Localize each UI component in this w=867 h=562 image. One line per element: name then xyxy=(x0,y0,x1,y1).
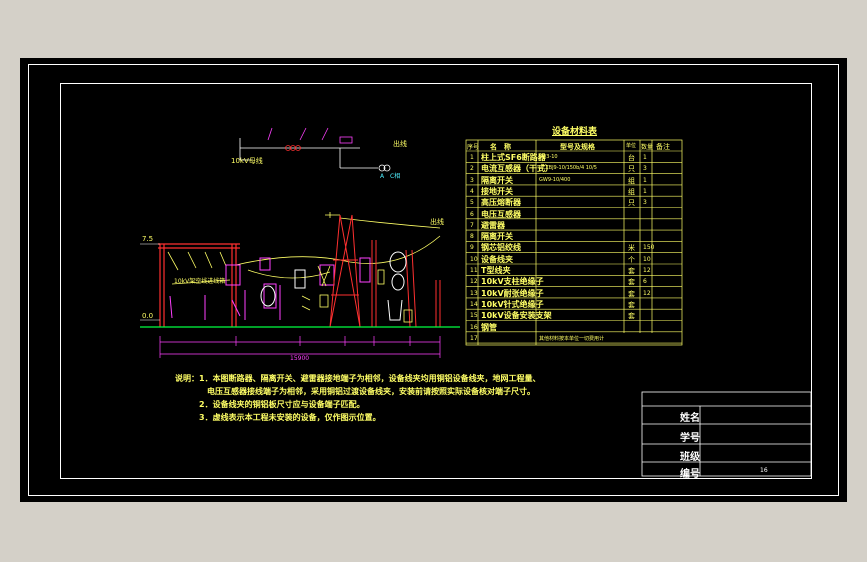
table-cell-spec: LW3-10 xyxy=(539,154,558,160)
table-cell-no: 7 xyxy=(470,221,474,229)
dimension-lines xyxy=(159,336,441,358)
ct-label-2: C相 xyxy=(390,173,401,180)
table-cell-name: 隔离开关 xyxy=(481,175,513,185)
table-cell-unit: 组 xyxy=(628,187,635,196)
inner-frame xyxy=(60,83,812,479)
class-label: 班级 xyxy=(680,452,700,463)
table-header-spec: 型号及规格 xyxy=(560,143,595,151)
outer-frame xyxy=(28,64,839,496)
equipment-white xyxy=(260,251,407,321)
table-header-unit: 单位 xyxy=(626,143,637,149)
table-cell-qty: 3 xyxy=(643,165,647,173)
table-cell-unit: 个 xyxy=(628,255,635,264)
table-cell-name: 电流互感器（干式） xyxy=(481,164,553,174)
outgoing-label: 出线 xyxy=(430,218,444,226)
table-cell-unit: 套 xyxy=(628,289,635,298)
table-cell-name: 10kV针式绝缘子 xyxy=(481,299,544,309)
bus-label: 10kV母线 xyxy=(231,157,263,165)
table-cell-no: 10 xyxy=(470,255,478,263)
note-line: 电压互感器接线端子为相邻，采用铜铝过渡设备线夹，安装前请按照实际设备核对端子尺寸… xyxy=(175,387,535,396)
drawing-sheet xyxy=(20,58,847,502)
table-cell-qty: 10 xyxy=(643,255,651,263)
table-cell-qty: 12 xyxy=(643,289,651,297)
table-cell-no: 4 xyxy=(470,187,474,195)
table-cell-no: 9 xyxy=(470,244,474,252)
table-cell-name: 钢管 xyxy=(481,322,497,332)
table-title: 设备材料表 xyxy=(552,127,598,137)
table-cell-qty: 3 xyxy=(643,199,647,207)
schematic-top xyxy=(239,127,391,172)
table-cell-name: 避雷器 xyxy=(481,220,505,230)
table-cell-no: 15 xyxy=(470,312,478,320)
equipment-magenta xyxy=(169,257,371,320)
table-cell-name: T型线夹 xyxy=(481,266,511,275)
table-header-qty: 数量 xyxy=(641,144,654,151)
table-cell-no: 13 xyxy=(470,289,478,297)
table-cell-qty: 150 xyxy=(643,244,655,252)
title-block-grid xyxy=(641,391,812,477)
table-cell-no: 1 xyxy=(470,154,474,161)
insulators-yellow xyxy=(301,265,413,323)
table-grid xyxy=(465,139,683,346)
table-cell-no: 6 xyxy=(470,210,474,218)
table-cell-unit: 套 xyxy=(628,267,635,275)
table-cell-no: 8 xyxy=(470,233,474,241)
note-line: 说明：1．本图断路器、隔离开关、避雷器接地端子为相邻，设备线夹均用铜铝设备线夹，… xyxy=(175,374,541,383)
table-cell-name: 10kV支柱绝缘子 xyxy=(481,277,544,287)
table-cell-qty: 1 xyxy=(643,187,647,195)
table-cell-no: 3 xyxy=(470,176,474,184)
table-cell-spec: GW9-10/400 xyxy=(539,176,571,183)
table-cell-unit: 组 xyxy=(628,176,635,185)
table-cell-no: 14 xyxy=(470,300,478,308)
table-cell-qty: 6 xyxy=(643,278,647,286)
table-cell-no: 16 xyxy=(470,323,478,331)
table-cell-name: 钢芯铝绞线 xyxy=(481,243,521,253)
table-cell-name: 设备线夹 xyxy=(481,254,513,264)
table-cell-name: 隔离开关 xyxy=(481,232,513,242)
table-cell-name: 高压熔断器 xyxy=(481,198,521,208)
outgoing-label-top: 出线 xyxy=(393,140,407,148)
ct-label: A xyxy=(380,173,385,180)
table-cell-unit: 套 xyxy=(628,300,635,309)
table-cell-name: 接地开关 xyxy=(481,186,513,196)
student-id-label: 学号 xyxy=(680,433,700,444)
table-cell-unit: 只 xyxy=(628,199,635,208)
note-line: 3．虚线表示本工程未安装的设备，仅作图示位置。 xyxy=(175,413,381,422)
table-cell-qty: 12 xyxy=(643,267,651,274)
table-cell-name: 10kV耐张绝缘子 xyxy=(481,288,544,298)
table-cell-spec: LZZBJ9-10/150b/4 10/5 xyxy=(539,165,597,172)
number-label: 编号 xyxy=(680,469,700,480)
number-value: 16 xyxy=(760,467,768,474)
gantry-label: 10kV架空线进线箱 xyxy=(174,278,226,285)
table-row-lines xyxy=(466,150,682,344)
name-label: 姓名 xyxy=(680,413,700,424)
table-cell-qty: 1 xyxy=(643,176,647,184)
table-cell-no: 12 xyxy=(470,278,478,286)
table-cell-name: 10kV设备安装支架 xyxy=(481,311,552,321)
note-line: 2．设备线夹的铜铝板尺寸应与设备端子匹配。 xyxy=(175,400,365,409)
table-cell-unit: 套 xyxy=(628,312,635,321)
support-tower xyxy=(329,214,441,328)
table-cell-no: 11 xyxy=(470,267,478,274)
table-cell-spec: 其他材料按本单位一切费用计 xyxy=(539,335,605,342)
table-cell-no: 17 xyxy=(470,334,478,342)
table-cell-name: 柱上式SF6断路器 xyxy=(481,153,546,162)
elevation-ground-label: 0.0 xyxy=(142,312,154,320)
table-cell-qty: 1 xyxy=(643,154,647,161)
elevation-top-label: 7.5 xyxy=(142,235,154,243)
table-cell-no: 2 xyxy=(470,165,474,173)
connection-lines xyxy=(167,212,441,285)
table-cell-unit: 米 xyxy=(628,244,635,253)
table-header-remark: 备注 xyxy=(656,143,670,151)
dimension-total: 15900 xyxy=(290,355,310,362)
table-cell-unit: 只 xyxy=(628,165,635,174)
drawing-notes: 说明：1．本图断路器、隔离开关、避雷器接地端子为相邻，设备线夹均用铜铝设备线夹，… xyxy=(175,372,541,424)
table-cell-unit: 套 xyxy=(628,278,635,287)
table-cell-unit: 台 xyxy=(628,154,635,162)
table-cell-no: 5 xyxy=(470,199,474,207)
table-header-no: 序号 xyxy=(467,144,480,151)
table-cell-name: 电压互感器 xyxy=(481,209,521,219)
table-header-name: 名 称 xyxy=(490,143,511,151)
